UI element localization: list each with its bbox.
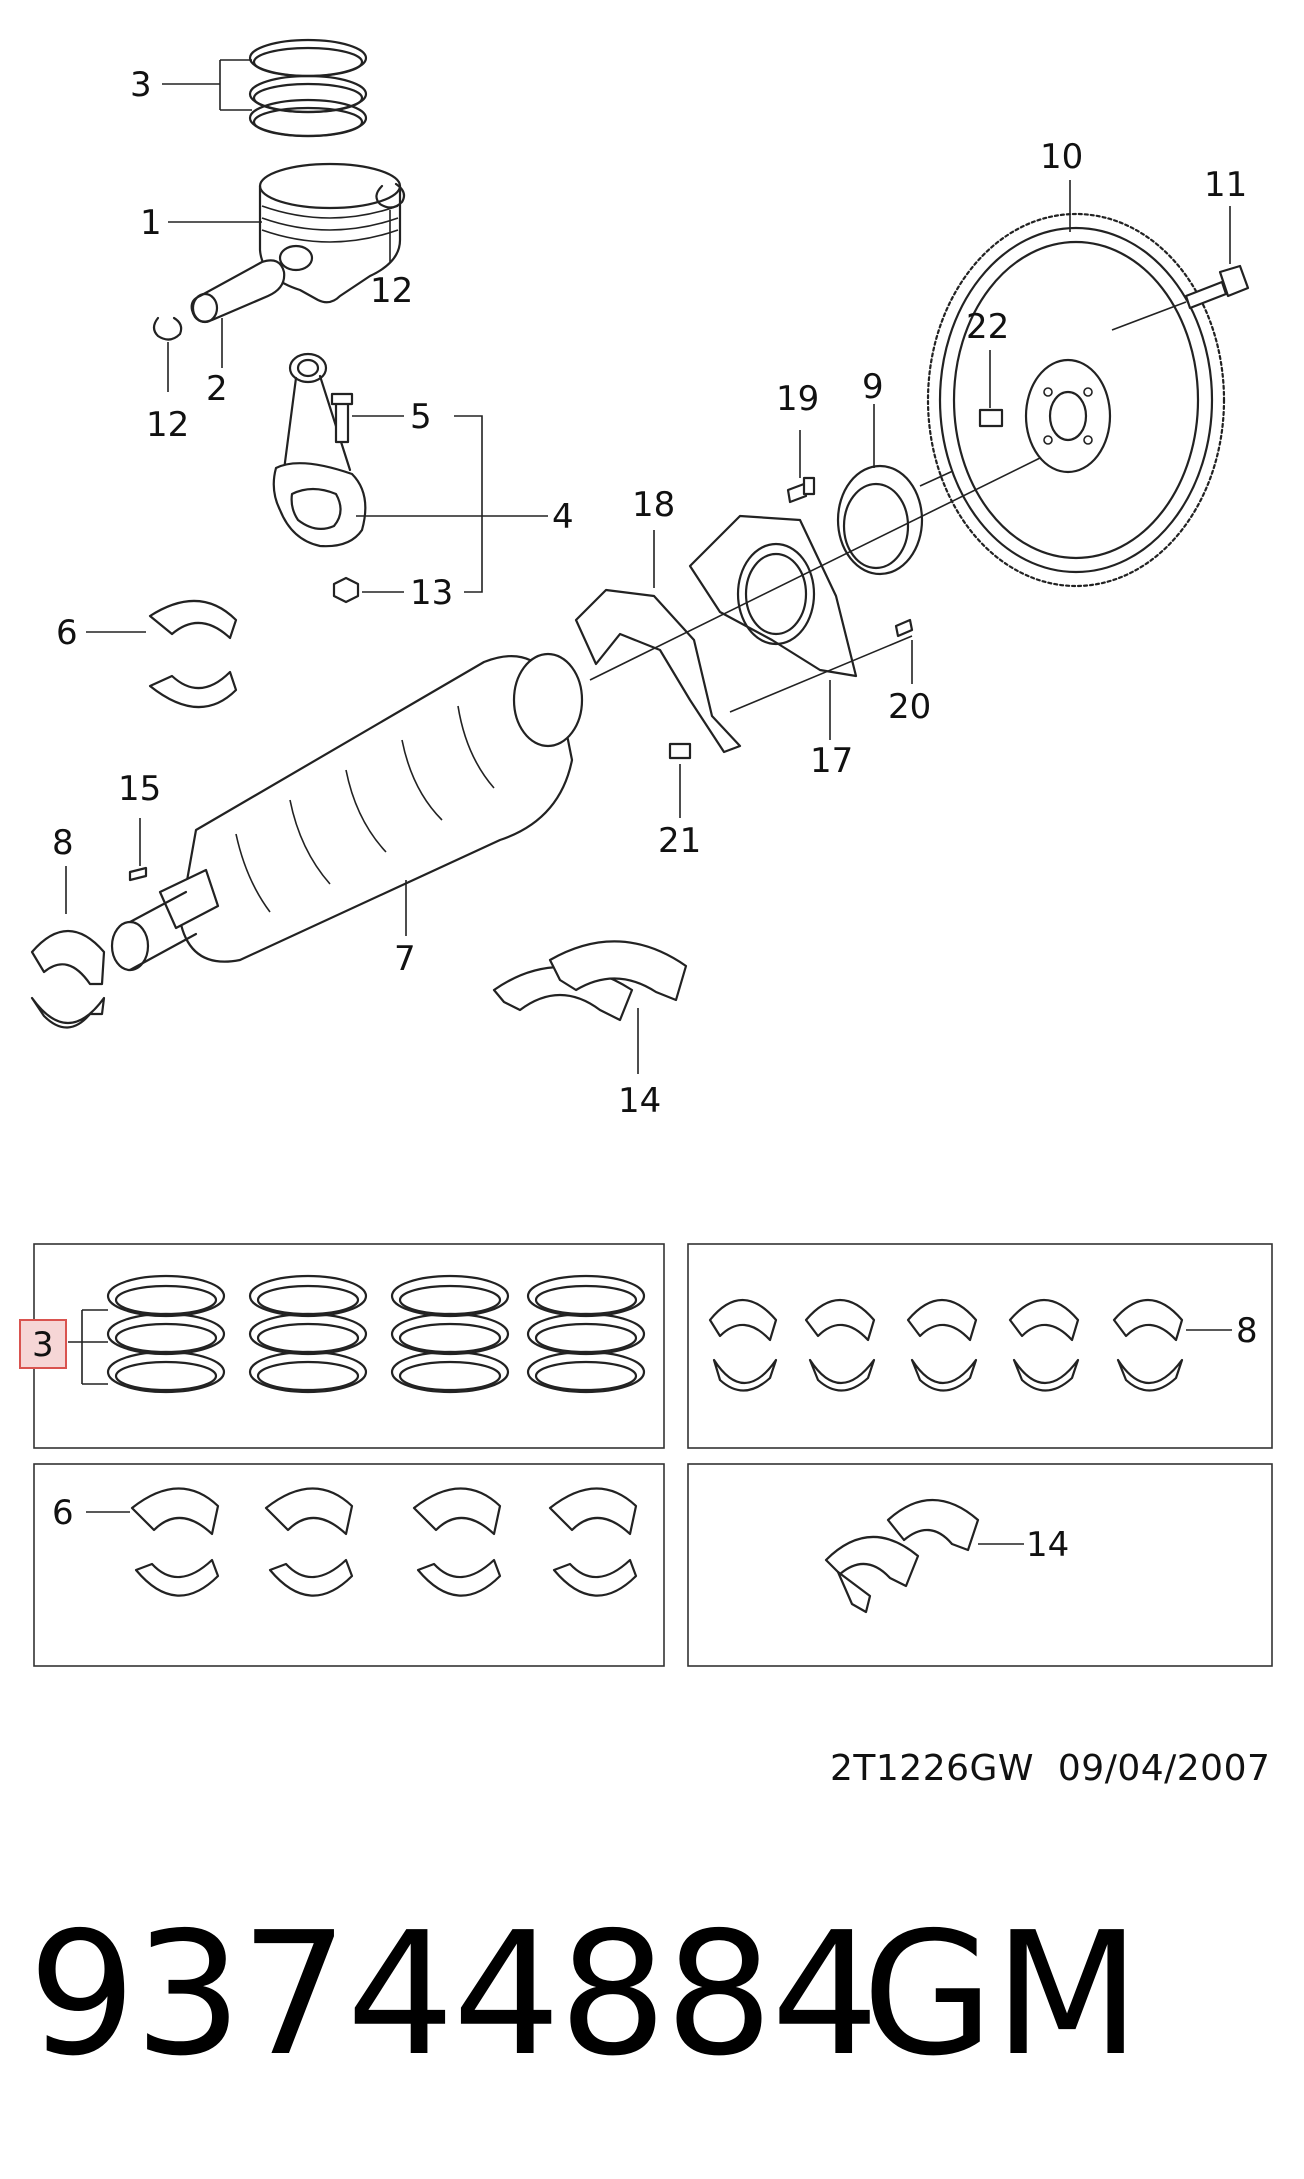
crankshaft-key-part (128, 818, 148, 882)
main-bearing-shells-part (30, 866, 106, 1029)
callout-11: 11 (1204, 165, 1247, 205)
rod-bearing-shells-part (86, 599, 238, 709)
callout-12-upper: 12 (370, 271, 413, 311)
callout-22: 22 (966, 307, 1009, 347)
rear-seal-housing-part (688, 514, 858, 740)
callout-20: 20 (888, 687, 931, 727)
callout-1: 1 (140, 203, 162, 243)
main-bearing-sets-box (687, 1243, 1273, 1449)
callout-14: 14 (618, 1081, 661, 1121)
rod-bearing-sets-box (33, 1463, 665, 1667)
callout-6: 6 (56, 613, 78, 653)
rod-bearing-sets (86, 1487, 638, 1597)
connecting-rod-part (272, 352, 548, 548)
callout-8-set: 8 (1236, 1311, 1258, 1351)
rod-assembly-bracket (454, 415, 483, 593)
assembly-axis-line (589, 457, 1041, 681)
callout-5: 5 (410, 397, 432, 437)
brand-name: GM (862, 1896, 1141, 2094)
part-number: 93744884 (28, 1896, 879, 2094)
rod-nut-part (332, 576, 404, 604)
snap-ring-upper-part (375, 182, 406, 262)
callout-10: 10 (1040, 137, 1083, 177)
dowel-pin-part (668, 742, 692, 818)
crankshaft-part (110, 652, 584, 972)
callout-18: 18 (632, 485, 675, 525)
callout-2: 2 (206, 369, 228, 409)
callout-7: 7 (394, 939, 416, 979)
callout-3: 3 (130, 65, 152, 105)
flywheel-dowel-part (978, 350, 1004, 428)
callout-6-set: 6 (52, 1493, 74, 1533)
callout-15: 15 (118, 769, 161, 809)
callout-8: 8 (52, 823, 74, 863)
thrust-washer-set (824, 1499, 1024, 1614)
callout-13: 13 (410, 573, 453, 613)
piston-pin-part (190, 259, 286, 368)
snap-ring-lower-part (152, 316, 183, 392)
callout-21: 21 (658, 821, 701, 861)
document-reference: 2T1226GW 09/04/2007 (830, 1748, 1271, 1789)
gasket-bolt-part (729, 618, 914, 713)
rear-cover-gasket-part (574, 530, 742, 754)
main-bearing-sets (708, 1298, 1232, 1392)
callout-4: 4 (552, 497, 574, 537)
piston-ring-sets (68, 1274, 646, 1394)
callout-17: 17 (810, 741, 853, 781)
seal-housing-bolt-part (786, 430, 816, 504)
callout-12-lower: 12 (146, 405, 189, 445)
callout-14-set: 14 (1026, 1525, 1069, 1565)
callout-3-set: 3 (32, 1325, 54, 1365)
piston-rings-part (162, 38, 368, 138)
flywheel-part (926, 180, 1226, 588)
highlighted-item-box (19, 1319, 67, 1369)
thrust-washer-set-box (687, 1463, 1273, 1667)
thrust-washers-part (492, 940, 688, 1074)
rod-bolt-part (330, 392, 404, 444)
callout-19: 19 (776, 379, 819, 419)
callout-9: 9 (862, 367, 884, 407)
flywheel-bolt-part (1111, 206, 1250, 331)
